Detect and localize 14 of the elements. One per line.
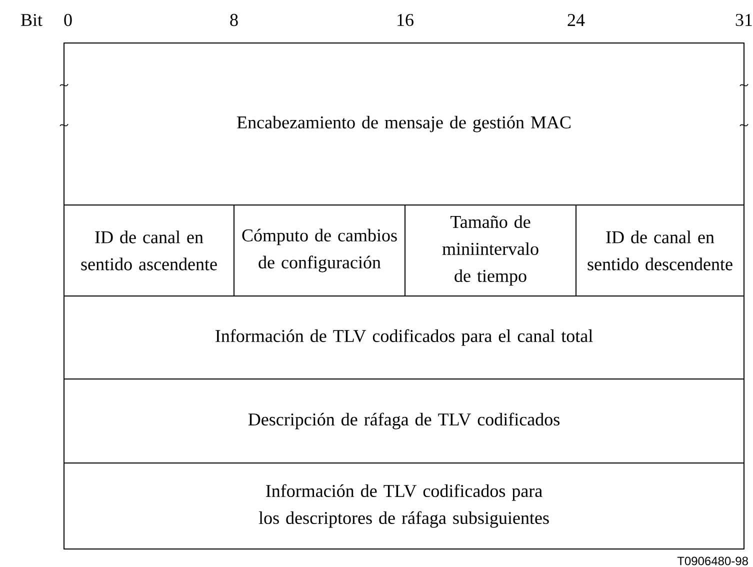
field-box: ID de canal en sentido ascendente (64, 204, 234, 296)
field-box: Tamaño de miniintervalo de tiempo (404, 204, 576, 296)
field-box: Encabezamiento de mensaje de gestión MAC (64, 42, 744, 206)
bit-label: 0 (64, 14, 72, 26)
field-box: Cómputo de cambios de configuración (234, 204, 406, 296)
bit-label: 16 (398, 14, 414, 26)
field-box: Información de TLV codificados para el canal total (64, 296, 744, 380)
bit-label: 31 (736, 14, 752, 26)
bit-label: 24 (568, 14, 585, 26)
field-box: ID de canal en sentido descendente (576, 204, 744, 296)
axis-label: Bit (21, 14, 42, 26)
field-box: Información de TLV codificados para los descriptores de ráfaga subsiguientes (64, 462, 744, 550)
field-box: Descripción de ráfaga de TLV codificados (64, 378, 744, 464)
bit-label: 8 (230, 14, 238, 26)
